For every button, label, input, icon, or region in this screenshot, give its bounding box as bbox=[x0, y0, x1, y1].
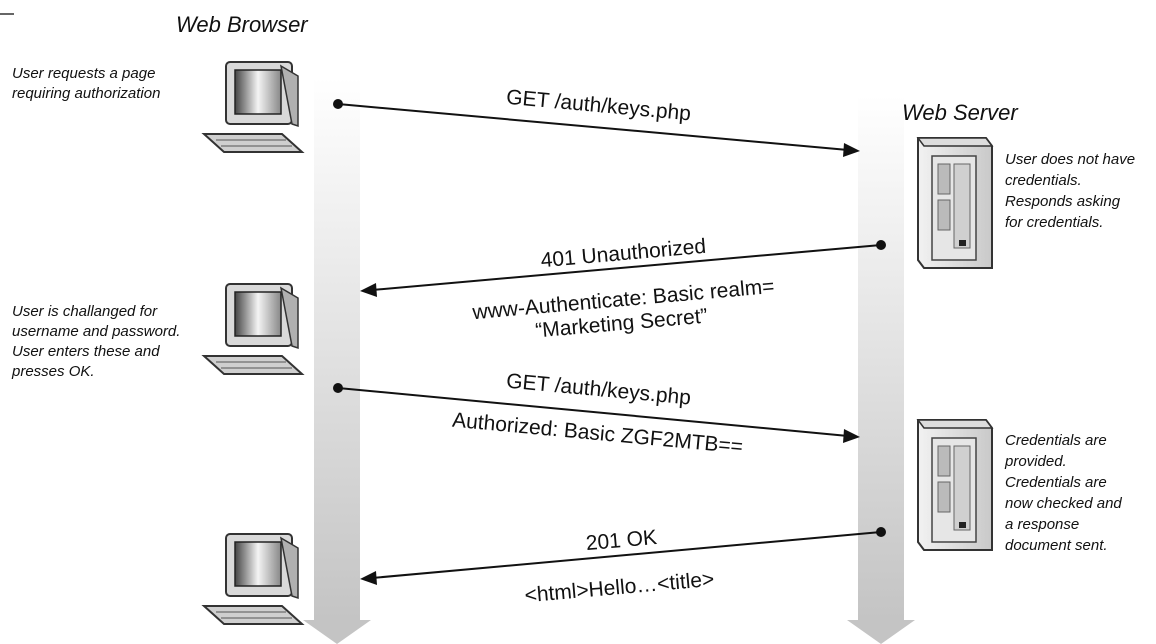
message-label: GET /auth/keys.php bbox=[505, 86, 692, 126]
browser-title: Web Browser bbox=[176, 12, 309, 37]
message-ok-response: 201 OK <html>Hello…<title> bbox=[360, 526, 886, 607]
message-get-request: GET /auth/keys.php bbox=[333, 86, 860, 157]
note-server-credentials: Credentials are provided. Credentials ar… bbox=[1004, 432, 1126, 554]
message-label: Authorized: Basic ZGF2MTB== bbox=[451, 409, 744, 459]
arrowhead-icon bbox=[360, 283, 377, 297]
arrowhead-icon bbox=[360, 571, 377, 585]
browser-computer-icon bbox=[203, 533, 303, 625]
browser-lifeline bbox=[303, 78, 371, 644]
message-401-response: 401 Unauthorized www-Authenticate: Basic… bbox=[360, 235, 886, 343]
message-authorized-request: GET /auth/keys.php Authorized: Basic ZGF… bbox=[333, 370, 860, 459]
message-label: GET /auth/keys.php bbox=[505, 370, 692, 410]
arrowhead-icon bbox=[843, 429, 860, 443]
browser-computer-icon bbox=[203, 61, 303, 153]
message-label: 201 OK bbox=[585, 526, 658, 555]
arrowhead-icon bbox=[843, 143, 860, 157]
message-label: 401 Unauthorized bbox=[540, 235, 707, 272]
server-title: Web Server bbox=[902, 100, 1019, 125]
note-server-no-credentials: User does not have credentials. Responds… bbox=[1005, 151, 1139, 231]
note-browser-request: User requests a page requiring authoriza… bbox=[12, 65, 160, 102]
server-icon bbox=[917, 137, 993, 269]
note-browser-challenged: User is challanged for username and pass… bbox=[11, 303, 185, 380]
server-lifeline bbox=[847, 96, 915, 644]
server-icon bbox=[917, 419, 993, 551]
message-label: <html>Hello…<title> bbox=[524, 568, 716, 607]
browser-computer-icon bbox=[203, 283, 303, 375]
